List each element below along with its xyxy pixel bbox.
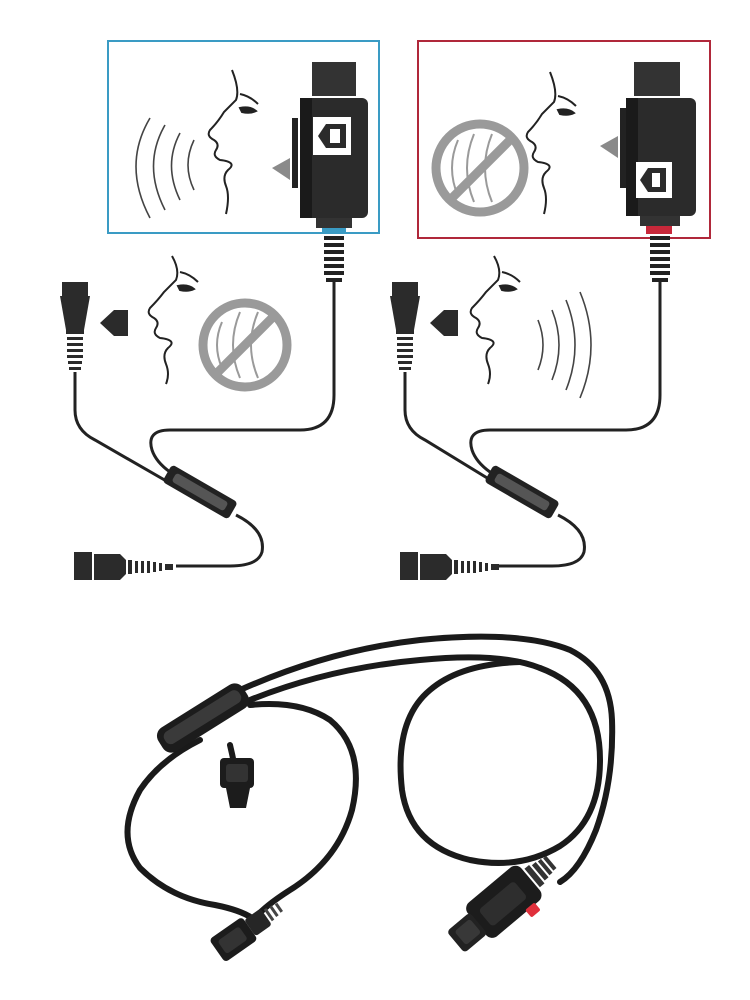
splitter-box <box>162 464 238 519</box>
cable-strain-relief <box>650 236 670 282</box>
arrow-left-icon <box>100 310 128 336</box>
no-sound-icon <box>203 303 287 387</box>
cable <box>494 515 584 566</box>
sound-wave-icon <box>538 292 591 398</box>
left-diagram <box>60 41 379 580</box>
mic-indicator <box>600 136 618 158</box>
base-plug <box>400 552 499 580</box>
cable <box>128 637 613 918</box>
splitter-box <box>484 464 560 519</box>
clip-bar <box>620 108 626 188</box>
sound-wave-icon <box>136 118 194 218</box>
face-profile-icon <box>527 72 576 214</box>
cable <box>151 282 334 472</box>
second-plug <box>60 282 90 370</box>
cable-strain-relief <box>324 236 344 282</box>
face-profile-icon <box>149 256 198 384</box>
base-plug <box>74 552 173 580</box>
cable <box>75 372 175 486</box>
second-plug <box>390 282 420 370</box>
plug-top <box>312 62 356 96</box>
face-profile-icon <box>471 256 520 384</box>
clip-bar <box>292 118 298 188</box>
switch-accent <box>646 226 672 234</box>
mic-indicator <box>272 158 290 180</box>
cable <box>471 282 660 472</box>
arrow-left-icon <box>430 310 458 336</box>
plug-top <box>634 62 680 96</box>
quick-disconnect-plug <box>220 758 254 808</box>
face-profile-icon <box>209 70 258 214</box>
cable <box>176 515 262 566</box>
y-training-cable-photo <box>128 637 613 966</box>
splitter-box <box>153 680 253 757</box>
right-diagram <box>390 41 710 580</box>
no-sound-icon <box>436 124 524 212</box>
switch-accent <box>322 228 346 234</box>
